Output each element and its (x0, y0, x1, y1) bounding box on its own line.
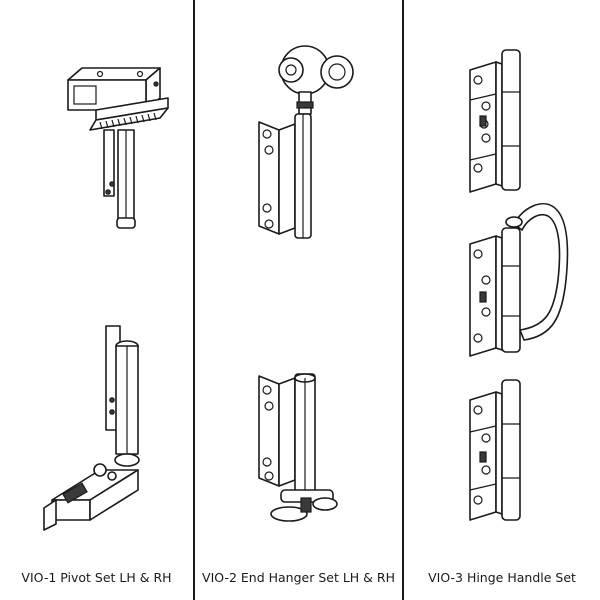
top-pivot-housing-icon (67, 67, 169, 131)
handle-hinge-icon (469, 202, 569, 357)
panel-pivot-set: VIO-1 Pivot Set LH & RH (0, 0, 193, 600)
top-hinge-icon (469, 49, 521, 193)
bottom-pivot-icon (43, 325, 140, 531)
panel-hinge-handle-set: VIO-3 Hinge Handle Set (404, 0, 600, 600)
caption-hinge-handle-set: VIO-3 Hinge Handle Set (428, 570, 576, 585)
panel-end-hanger-set: VIO-2 End Hanger Set LH & RH (195, 0, 402, 600)
roller-carriage-icon (278, 45, 354, 115)
pivot-set-drawing (43, 67, 169, 531)
panel-divider-1 (193, 0, 195, 600)
caption-end-hanger-set: VIO-2 End Hanger Set LH & RH (202, 570, 395, 585)
caption-pivot-set: VIO-1 Pivot Set LH & RH (21, 570, 172, 585)
bottom-hanger-icon (258, 373, 338, 522)
hanger-hinge-icon (258, 113, 312, 239)
bottom-hinge-icon (469, 379, 521, 521)
end-hanger-drawing (258, 45, 354, 522)
pivot-pin-icon (103, 129, 136, 229)
panel-divider-2 (402, 0, 404, 600)
hinge-handle-drawing (469, 49, 569, 521)
